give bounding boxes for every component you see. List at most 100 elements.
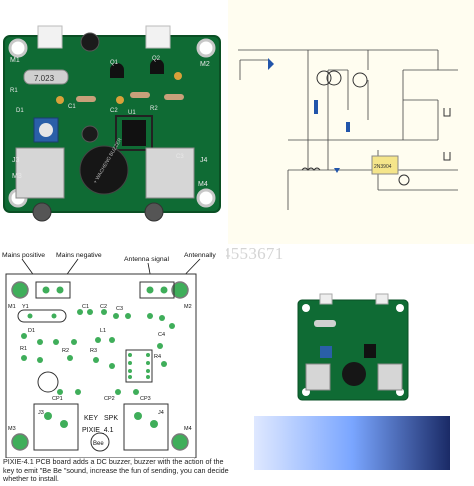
svg-text:PIXIE_4.1: PIXIE_4.1 [82,427,114,434]
svg-text:J4: J4 [158,410,164,416]
pcb-board-illustration: 7.023 + WACHENG BUZZER M1 M2 M3 M4 J [3,25,221,222]
layout-ic-footprint [125,349,153,383]
svg-text:R3: R3 [90,348,97,354]
layout-crystal [17,309,67,323]
layout-jack-j3 [33,403,79,451]
svg-text:Antennally: Antennally [184,252,216,259]
schematic-capacitor [314,100,318,114]
audio-jack-j3 [15,147,65,199]
svg-text:D1: D1 [28,328,35,334]
resistor [76,96,96,102]
svg-text:J3: J3 [12,157,20,164]
svg-text:M3: M3 [8,426,16,432]
ceramic-capacitor [116,96,124,104]
svg-text:M4: M4 [184,426,192,432]
svg-text:U1: U1 [128,110,136,116]
svg-text:SPK: SPK [104,415,118,422]
schematic-drawing: 2N3904 [238,49,458,210]
layout-buzzer [90,432,110,452]
svg-text:R2: R2 [150,106,158,112]
electrolytic-capacitor [80,32,100,52]
svg-text:Bee: Bee [93,441,104,447]
ic-chip [122,120,146,146]
transistor-q1 [110,63,124,78]
schematic-crystal [398,174,410,186]
mounting-hole-m2 [196,38,216,58]
pcb-layout-diagram: Mains positive Mains negative Antenna si… [0,246,226,486]
layout-caption: PIXIE-4.1 PCB board adds a DC buzzer, bu… [3,457,229,483]
schematic-ic [371,155,399,175]
svg-text:J4: J4 [200,157,208,164]
schematic-transistor [326,70,342,86]
audio-jack-j4 [145,147,195,199]
schematic-jack [443,108,451,117]
svg-text:L1: L1 [100,328,106,334]
svg-text:R1: R1 [10,88,18,94]
mounting-hole-m1 [8,38,28,58]
product-photo [254,290,450,470]
svg-text:CP1: CP1 [52,396,63,402]
svg-text:D1: D1 [16,108,24,114]
svg-text:CP2: CP2 [104,396,115,402]
schematic-transistor [352,72,368,88]
layout-power-connector [35,281,71,299]
ceramic-capacitor [56,96,64,104]
svg-text:7.023: 7.023 [34,74,55,83]
schematic-inductor [301,167,321,171]
schematic-transistor [316,70,332,86]
svg-text:M1: M1 [8,304,16,310]
crystal [23,69,69,85]
buzzer [79,145,129,195]
layout-jack-j4 [123,403,169,451]
pcb-photo: 7.023 + WACHENG BUZZER M1 M2 M3 M4 J [0,0,226,244]
schematic-capacitor [346,122,350,132]
svg-text:C2: C2 [110,108,118,114]
schematic-diode [334,168,340,173]
svg-text:Mains negative: Mains negative [56,252,102,259]
light-background [254,416,450,470]
resistor [164,94,184,100]
electrolytic-capacitor [81,125,99,143]
svg-text:C3: C3 [116,306,123,312]
layout-antenna-connector [139,281,175,299]
schematic-diode [268,58,274,70]
svg-text:R1: R1 [20,346,27,352]
svg-text:Q2: Q2 [152,56,161,62]
svg-text:R2: R2 [62,348,69,354]
svg-text:M2: M2 [184,304,192,310]
resistor [130,92,150,98]
circuit-schematic: 2N3904 [228,0,474,244]
svg-text:C3: C3 [176,154,184,160]
trimmer-potentiometer [33,117,59,143]
ceramic-capacitor [174,72,182,80]
antenna-connector [145,25,171,49]
svg-text:Mains positive: Mains positive [2,252,45,259]
svg-text:R4: R4 [154,354,161,360]
svg-text:Q1: Q1 [110,60,119,66]
layout-hole-m1 [11,281,29,299]
layout-hole-m3 [11,433,29,451]
svg-text:C1: C1 [68,104,76,110]
transistor-q2 [150,59,164,74]
layout-trimmer [37,371,59,393]
svg-text:CP3: CP3 [140,396,151,402]
svg-text:C2: C2 [100,304,107,310]
svg-text:C4: C4 [158,332,165,338]
pcb-layout-drawing: Mains positive Mains negative Antenna si… [2,252,216,459]
svg-text:J3: J3 [38,410,44,416]
svg-text:2N3904: 2N3904 [374,164,392,170]
power-connector [37,25,63,49]
mounting-hole-m4 [196,188,216,208]
product-photo-illustration [254,293,450,470]
svg-text:M3: M3 [12,173,22,180]
svg-text:Antenna signal: Antenna signal [124,256,169,263]
layout-hole-m4 [171,433,189,451]
layout-hole-m2 [171,281,189,299]
svg-text:Y1: Y1 [22,304,29,310]
svg-text:M1: M1 [10,57,20,64]
schematic-jack [443,152,451,161]
svg-text:M2: M2 [200,61,210,68]
svg-text:KEY: KEY [84,415,98,422]
svg-text:M4: M4 [198,181,208,188]
svg-text:C1: C1 [82,304,89,310]
